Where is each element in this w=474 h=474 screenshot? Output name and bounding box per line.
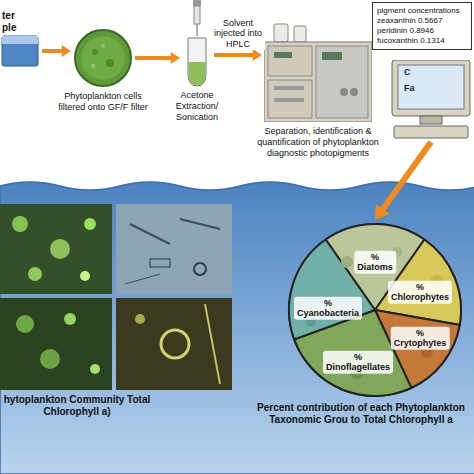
- arrow-head: [62, 45, 71, 57]
- hplc-step: Separation, identification & quantificat…: [252, 22, 384, 158]
- pigment-value: pigment concentrations: [377, 6, 467, 16]
- group-name: Diatoms: [357, 262, 393, 272]
- flow-arrow: [214, 49, 262, 61]
- step-caption: Phytoplankton cells filtered onto GF/F f…: [58, 91, 148, 113]
- pie-segment: %Dinoflagellates: [323, 351, 393, 374]
- pie-segment: %Diatoms: [354, 251, 396, 274]
- pie-chart: Percent contribution of each Phytoplankt…: [250, 222, 472, 426]
- step-caption: Acetone Extraction/ Sonication: [165, 90, 229, 122]
- pie-segment: %Chlorophytes: [388, 281, 452, 304]
- hplc-illustration: [264, 22, 372, 122]
- arrow-shaft: [382, 142, 431, 211]
- arrow-shaft: [135, 56, 172, 60]
- flow-arrow: [375, 142, 431, 220]
- arrow-head: [375, 204, 390, 220]
- step-caption: Separation, identification & quantificat…: [252, 126, 384, 158]
- arrow-shaft: [214, 53, 254, 57]
- group-name: Crytophytes: [394, 338, 447, 348]
- percent-sign: %: [326, 352, 390, 362]
- pie-segment: %Cyanobacteria: [294, 297, 362, 320]
- arrow-shaft: [42, 49, 63, 53]
- arrow-head: [171, 52, 180, 64]
- screen-text: C: [404, 68, 411, 78]
- computer-illustration: [390, 60, 472, 140]
- percent-sign: %: [297, 298, 359, 308]
- sample-beaker: ter ple: [0, 10, 44, 68]
- group-name: Chlorophytes: [391, 292, 449, 302]
- panel-caption: hytoplankton Community Total Chlorophyll…: [2, 394, 152, 418]
- percent-sign: %: [394, 328, 447, 338]
- pigment-value: zeaxanthin 0.5667: [377, 16, 467, 26]
- flow-arrow: [135, 52, 180, 64]
- arrow-head: [253, 49, 262, 61]
- computer: C Fa: [390, 60, 472, 140]
- percent-sign: %: [357, 252, 393, 262]
- micro-illustration: [0, 204, 232, 390]
- pigment-value: peridinin 0.8946: [377, 26, 467, 36]
- pie-caption: Percent contribution of each Phytoplankt…: [250, 402, 472, 426]
- filter-step: Phytoplankton cells filtered onto GF/F f…: [58, 28, 148, 113]
- pigment-box: pigment concentrationszeaxanthin 0.5667p…: [372, 2, 472, 50]
- pigment-value: fucoxanthin 0.1314: [377, 36, 467, 46]
- edge-label: Solvent injected into HPLC: [211, 18, 265, 50]
- tube-illustration: [182, 0, 212, 88]
- pie-segment: %Crytophytes: [391, 327, 450, 350]
- flow-arrow: [42, 45, 71, 57]
- group-name: Cyanobacteria: [297, 308, 359, 318]
- beaker-illustration: [0, 34, 40, 68]
- sample-label: ter ple: [0, 10, 24, 34]
- group-name: Dinoflagellates: [326, 362, 390, 372]
- percent-sign: %: [391, 282, 449, 292]
- filter-illustration: [73, 28, 133, 88]
- screen-text: Fa: [404, 84, 415, 94]
- microscope-panel: hytoplankton Community Total Chlorophyll…: [0, 204, 234, 418]
